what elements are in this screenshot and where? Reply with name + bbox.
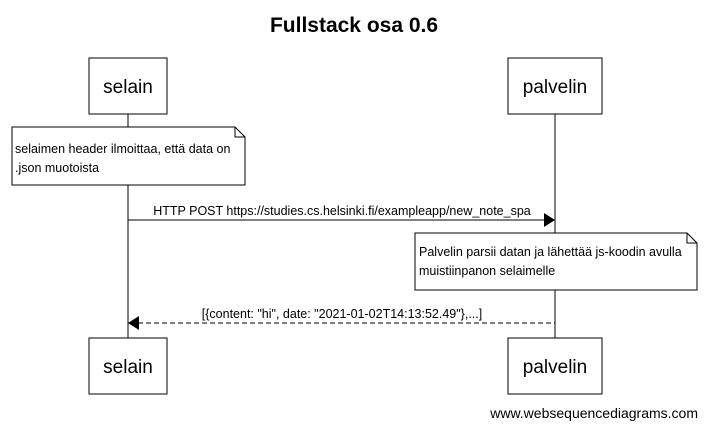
diagram-title: Fullstack osa 0.6 — [270, 14, 438, 37]
actor-selain-bottom-label: selain — [103, 357, 153, 378]
watermark-text: www.websequencediagrams.com — [489, 405, 698, 421]
message-json-response-label: [{content: "hi", date: "2021-01-02T14:13… — [202, 307, 482, 321]
actor-palvelin-top: palvelin — [507, 57, 603, 115]
note-palvelin: Palvelin parsii datan ja lähettää js-koo… — [414, 232, 698, 291]
actor-palvelin-top-label: palvelin — [523, 77, 587, 98]
actor-selain-bottom: selain — [88, 337, 168, 395]
actor-palvelin-bottom-label: palvelin — [523, 357, 587, 378]
message-http-post-arrowhead — [544, 213, 555, 227]
actor-selain-top: selain — [88, 57, 168, 115]
message-json-response: [{content: "hi", date: "2021-01-02T14:13… — [128, 307, 555, 330]
note-selain-line-2: .json muotoista — [15, 161, 99, 175]
note-palvelin-line-1: Palvelin parsii datan ja lähettää js-koo… — [419, 245, 682, 259]
message-http-post-label: HTTP POST https://studies.cs.helsinki.fi… — [153, 204, 531, 218]
message-json-response-arrowhead — [128, 316, 139, 330]
message-http-post: HTTP POST https://studies.cs.helsinki.fi… — [128, 204, 555, 227]
actor-palvelin-bottom: palvelin — [507, 337, 603, 395]
note-palvelin-line-2: muistiinpanon selaimelle — [419, 264, 555, 278]
note-selain-line-1: selaimen header ilmoittaa, että data on — [15, 142, 230, 156]
note-selain: selaimen header ilmoittaa, että data on … — [11, 126, 246, 186]
actor-selain-top-label: selain — [103, 77, 153, 98]
